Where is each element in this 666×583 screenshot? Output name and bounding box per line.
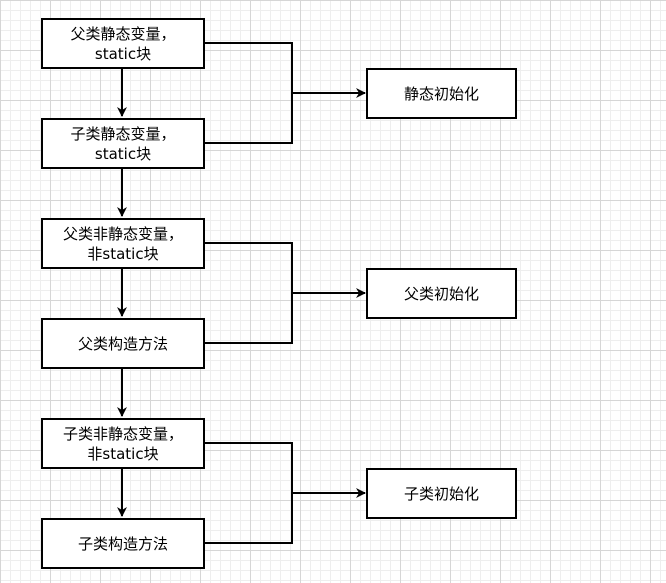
node-child-static-line1: 子类静态变量， xyxy=(70,124,176,143)
node-child-nonstatic-line2: 非static块 xyxy=(87,444,159,463)
node-child-static-line2: static块 xyxy=(94,144,152,163)
node-child-init-label: 子类初始化 xyxy=(403,484,479,503)
connector-child-group xyxy=(204,442,293,544)
node-parent-nonstatic: 父类非静态变量， 非static块 xyxy=(41,218,205,269)
node-child-nonstatic-line1: 子类非静态变量， xyxy=(62,424,183,443)
node-parent-constructor: 父类构造方法 xyxy=(41,318,205,369)
node-child-static: 子类静态变量， static块 xyxy=(41,118,205,169)
node-parent-static-line2: static块 xyxy=(94,44,152,63)
node-child-nonstatic: 子类非静态变量， 非static块 xyxy=(41,418,205,469)
node-parent-nonstatic-line2: 非static块 xyxy=(87,244,159,263)
node-parent-nonstatic-line1: 父类非静态变量， xyxy=(62,224,183,243)
connector-static-group xyxy=(204,42,293,144)
node-child-constructor: 子类构造方法 xyxy=(41,518,205,569)
connector-parent-group xyxy=(204,242,293,344)
node-static-init: 静态初始化 xyxy=(366,68,517,119)
node-parent-constructor-label: 父类构造方法 xyxy=(77,334,168,353)
node-parent-init-label: 父类初始化 xyxy=(403,284,479,303)
node-parent-static: 父类静态变量， static块 xyxy=(41,18,205,69)
node-parent-static-line1: 父类静态变量， xyxy=(70,24,176,43)
node-static-init-label: 静态初始化 xyxy=(403,84,479,103)
node-child-constructor-label: 子类构造方法 xyxy=(77,534,168,553)
node-parent-init: 父类初始化 xyxy=(366,268,517,319)
node-child-init: 子类初始化 xyxy=(366,468,517,519)
